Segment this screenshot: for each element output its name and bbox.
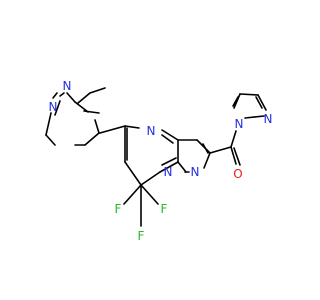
bond (209, 146, 232, 154)
atom-n-pyrazolyl-2: N (264, 112, 273, 126)
bond (77, 92, 91, 104)
bond (161, 134, 174, 144)
atom-f-bottom: F (138, 229, 145, 243)
atom-f-left: F (115, 202, 122, 216)
bond (202, 143, 209, 154)
bond (233, 93, 241, 109)
bond (233, 147, 241, 166)
bond (74, 101, 89, 113)
bond (257, 94, 267, 111)
bond (140, 184, 159, 205)
atom-f-right: F (161, 202, 168, 216)
bond (177, 161, 187, 173)
bond (123, 184, 142, 205)
atom-n-bridgehead: N (164, 165, 173, 179)
bond (59, 92, 65, 97)
bond (66, 92, 76, 103)
atom-n-pyrimidine: N (147, 124, 156, 138)
bond (99, 125, 126, 134)
bond (84, 132, 100, 146)
bond (45, 112, 52, 136)
bond (124, 125, 140, 129)
bond (52, 92, 58, 99)
bond (124, 161, 142, 186)
bond (89, 87, 106, 94)
bond (230, 146, 237, 165)
bond-layer (45, 87, 267, 227)
atom-n-pyrazolyl-1: N (235, 117, 244, 131)
bond (161, 157, 177, 166)
atom-n-bridge-adjacent: N (191, 165, 200, 179)
bond (140, 171, 161, 186)
bond (244, 115, 265, 119)
bond (203, 152, 211, 169)
molecule-structure: N N N N N N N O F F F (45, 79, 273, 243)
bond (83, 110, 100, 114)
atom-n-pyrazole-1: N (49, 100, 58, 114)
bond (232, 96, 239, 107)
bond (239, 93, 259, 96)
bond (161, 129, 179, 141)
bond (45, 134, 56, 146)
bond (54, 100, 61, 116)
bond (230, 130, 237, 148)
bond (94, 119, 100, 134)
atom-n-pyrazole-2: N (63, 79, 72, 93)
atom-label-layer: N N N N N N N O F F F (49, 79, 273, 243)
bond (159, 161, 179, 173)
atom-o-carbonyl: O (233, 167, 242, 181)
molecule-canvas: N N N N N N N O F F F (45, 79, 273, 243)
bond (255, 96, 263, 109)
